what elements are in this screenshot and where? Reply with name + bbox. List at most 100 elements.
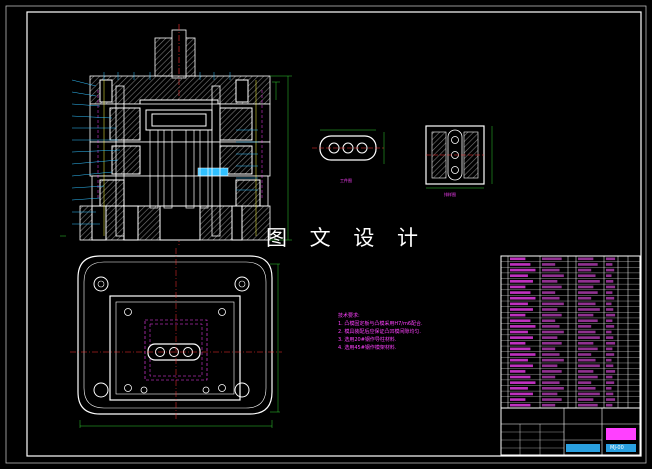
bom-cell-text: [606, 280, 614, 283]
bom-table: [500, 255, 641, 409]
note-item: 1. 凸模固定板与凸模采用H7/m6配合.: [338, 321, 423, 327]
note-item: 2. 模具装配后应保证凸凹模间隙均匀.: [338, 329, 421, 335]
bom-cell-text: [606, 319, 613, 323]
bom-cell-text: [578, 302, 596, 306]
bom-cell-text: [510, 291, 531, 294]
bom-cell-text: [606, 364, 614, 368]
bom-cell-text: [510, 403, 531, 407]
bom-cell-text: [578, 341, 594, 345]
bom-cell-text: [542, 285, 562, 289]
drawing-number: MJ-00: [610, 445, 624, 451]
bom-cell-text: [542, 353, 560, 356]
bom-cell-text: [510, 358, 528, 362]
bom-cell-text: [510, 319, 531, 323]
bom-cell-text: [606, 325, 615, 328]
bom-cell-text: [542, 336, 558, 339]
bom-cell-text: [578, 364, 600, 368]
bom-cell-text: [510, 263, 531, 266]
bom-cell-text: [510, 336, 533, 339]
bom-cell-text: [578, 347, 598, 351]
bom-cell-text: [578, 296, 592, 300]
bom-cell-text: [578, 403, 598, 407]
note-item: 4. 选用45#钢作模架材料.: [338, 345, 397, 351]
bom-cell-text: [542, 347, 556, 351]
bom-cell-text: [606, 313, 616, 317]
bom-cell-text: [510, 364, 533, 368]
bom-cell-text: [542, 263, 556, 266]
bom-cell-text: [542, 364, 558, 368]
plan-view: [70, 248, 282, 420]
title-block: [500, 407, 641, 456]
bom-cell-text: [510, 341, 526, 345]
bom-cell-text: [542, 370, 562, 373]
bom-cell-text: [578, 398, 594, 401]
bom-cell-text: [542, 257, 562, 261]
inner-frame: [26, 11, 642, 457]
bom-cell-text: [578, 274, 596, 278]
bom-cell-text: [510, 370, 526, 373]
bom-cell-text: [510, 398, 526, 401]
bom-cell-text: [510, 268, 536, 272]
bom-cell-text: [510, 313, 526, 317]
bom-cell-text: [510, 330, 528, 334]
bom-cell-text: [578, 386, 596, 390]
bom-cell-text: [606, 330, 612, 334]
bom-cell-text: [510, 381, 536, 384]
bom-cell-text: [606, 274, 612, 278]
bom-cell-text: [578, 308, 600, 311]
bom-cell-text: [606, 392, 614, 396]
bom-cell-text: [578, 280, 600, 283]
bom-cell-text: [606, 341, 616, 345]
bom-cell-text: [606, 386, 612, 390]
bom-cell-text: [510, 347, 531, 351]
bom-cell-text: [542, 403, 556, 407]
bom-cell-text: [542, 319, 556, 323]
leaders-left: [71, 79, 121, 225]
watermark: 图 文 设 计: [266, 226, 427, 250]
bom-cell-text: [578, 330, 596, 334]
bom-cell-text: [578, 285, 594, 289]
bom-cell-text: [578, 257, 594, 261]
leaders-top: [103, 72, 231, 80]
bom-cell-text: [542, 274, 564, 278]
bom-cell-text: [542, 358, 564, 362]
bom-cell-text: [606, 302, 612, 306]
bom-cell-text: [542, 330, 564, 334]
outer-frame: [5, 5, 647, 464]
bom-cell-text: [542, 392, 558, 396]
bom-cell-text: [606, 291, 613, 294]
bom-cell-text: [606, 403, 613, 407]
bom-cell-text: [578, 263, 598, 266]
bom-cell-text: [606, 370, 616, 373]
bom-cell-text: [542, 291, 556, 294]
bom-cell-text: [510, 325, 536, 328]
bom-cell-text: [606, 268, 615, 272]
bom-cell-text: [578, 381, 592, 384]
bom-cell-text: [578, 319, 598, 323]
bom-cell-text: [606, 296, 615, 300]
bom-cell-text: [510, 308, 533, 311]
bom-cell-text: [578, 313, 594, 317]
section-view: [79, 24, 271, 245]
bom-cell-text: [578, 353, 592, 356]
bom-cell-text: [510, 280, 533, 283]
bom-cell-text: [510, 302, 528, 306]
bom-cell-text: [606, 398, 616, 401]
side-view: [425, 125, 493, 189]
bom-cell-text: [542, 302, 564, 306]
bom-cell-text: [606, 336, 614, 339]
bom-cell-text: [606, 263, 613, 266]
bom-cell-text: [510, 386, 528, 390]
bom-cell-text: [542, 308, 558, 311]
bom-cell-text: [510, 353, 536, 356]
bom-cell-text: [578, 392, 600, 396]
bom-cell-text: [510, 375, 531, 379]
bom-cell-text: [510, 392, 533, 396]
bom-cell-text: [510, 296, 536, 300]
notes-title: 技术要求:: [338, 313, 360, 319]
bom-cell-text: [578, 375, 598, 379]
bom-cell-text: [510, 285, 526, 289]
bom-cell-text: [542, 341, 562, 345]
side-caption: 排样图: [444, 192, 456, 197]
note-item: 3. 选用20#钢作导柱材料.: [338, 337, 397, 343]
